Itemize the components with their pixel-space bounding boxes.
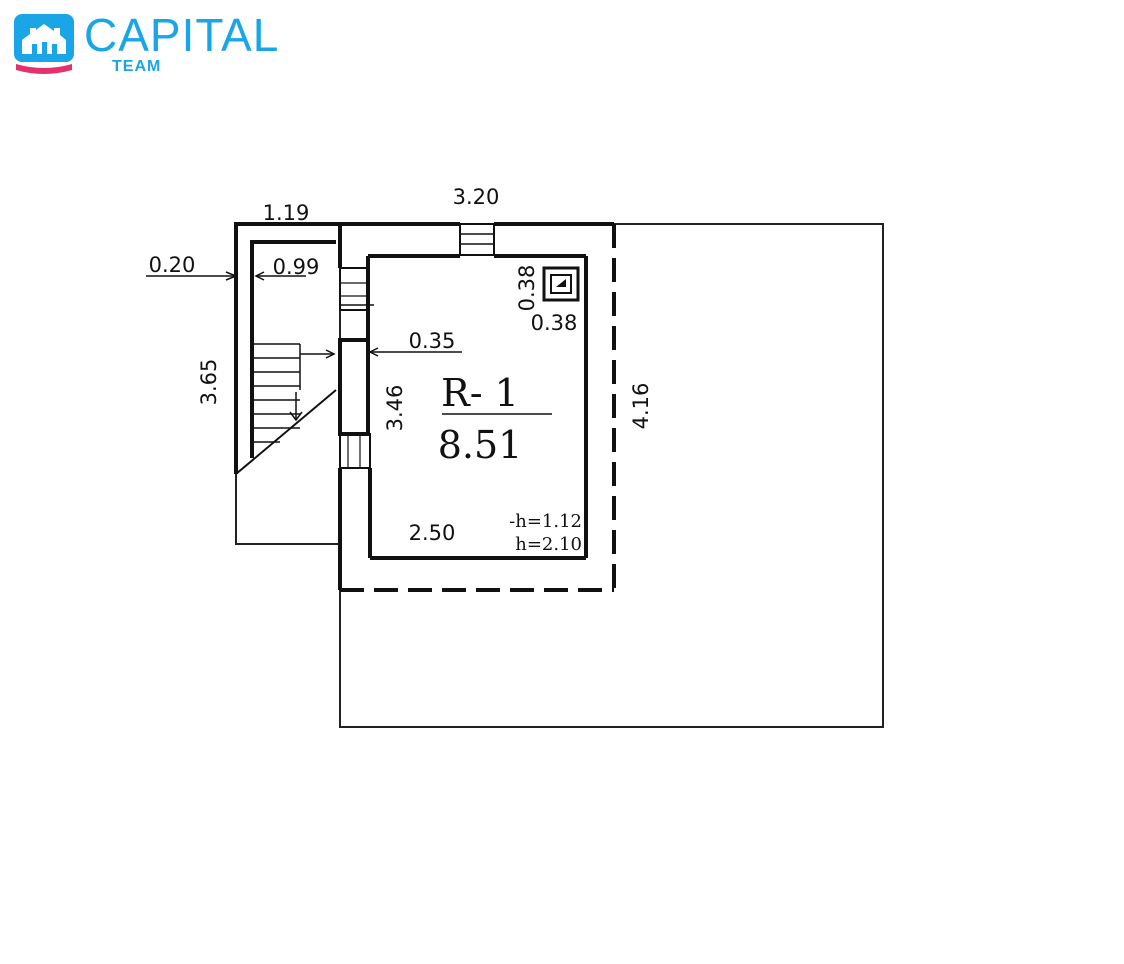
logo-subtitle: TEAM [112, 58, 162, 75]
top-window [459, 223, 495, 256]
logo-wordmark: CAPITAL [84, 9, 280, 61]
height-low: -h=1.12 [509, 511, 582, 532]
capital-team-logo: CAPITAL TEAM [14, 9, 284, 80]
house-logo-icon [14, 14, 74, 74]
dim-left-height: 3.65 [197, 359, 221, 406]
stair-annex-outline [235, 474, 340, 545]
dim-room-width: 2.50 [409, 521, 456, 545]
dim-room-height: 3.46 [383, 385, 407, 432]
dim-stair-inner: 0.99 [273, 255, 320, 279]
partition-post [338, 338, 370, 436]
chimney [542, 266, 580, 302]
dim-top-total: 3.20 [453, 185, 500, 209]
room-label: R- 1 [441, 371, 519, 415]
dim-chimney-h: 0.38 [531, 311, 578, 335]
dimension-lines [146, 271, 552, 415]
dim-partition: 0.35 [409, 329, 456, 353]
partition-window-bottom [339, 433, 371, 469]
dim-chimney-w: 0.38 [515, 265, 539, 312]
stair-outer-wall [234, 222, 340, 474]
dim-right-height: 4.16 [629, 383, 653, 430]
dim-stair-width: 1.19 [263, 201, 310, 225]
room-area: 8.51 [438, 423, 523, 467]
dim-wall-offset: 0.20 [149, 253, 196, 277]
height-main: h=2.10 [515, 534, 582, 555]
partition-window-top [339, 267, 374, 311]
lower-floor-outline [339, 223, 884, 728]
staircase [235, 343, 337, 475]
